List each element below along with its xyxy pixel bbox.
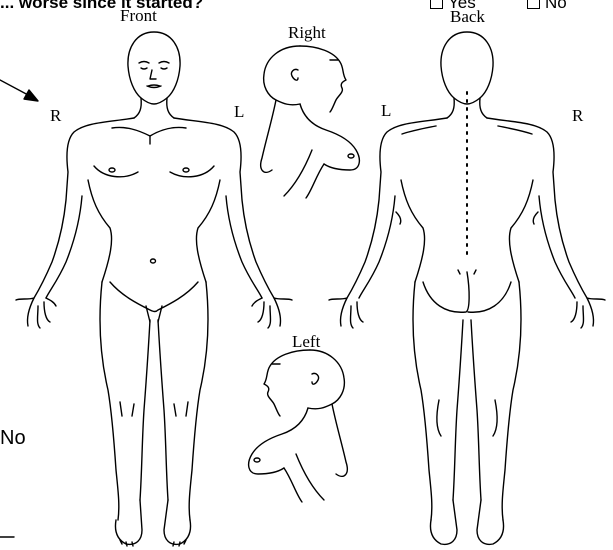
back-body-figure	[329, 32, 605, 544]
right-view-label: Right	[288, 24, 326, 41]
back-view-label: Back	[450, 8, 485, 25]
left-view-label: Left	[292, 333, 320, 350]
back-left-side-marker: L	[381, 102, 391, 119]
front-right-side-marker: R	[50, 107, 61, 124]
margin-no-text: No	[0, 428, 26, 448]
front-view-label: Front	[120, 7, 157, 24]
front-left-side-marker: L	[234, 103, 244, 120]
pointer-arrow	[0, 80, 38, 101]
right-side-head-figure	[261, 46, 360, 198]
left-side-head-figure	[249, 350, 348, 502]
back-right-side-marker: R	[572, 107, 583, 124]
